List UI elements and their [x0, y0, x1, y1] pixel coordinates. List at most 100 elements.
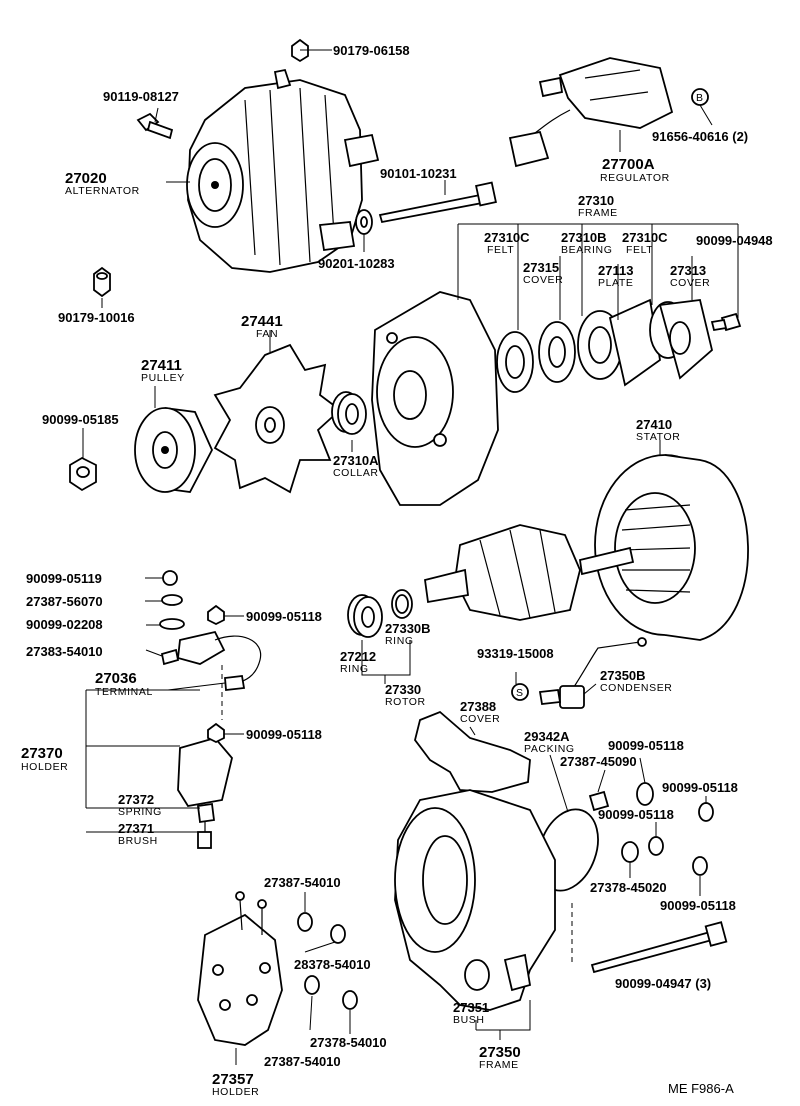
callout-90099-05118-1: 90099-05118: [246, 609, 322, 624]
callout-90099-05118-4: 90099-05118: [662, 780, 738, 795]
part-number: 91656-40616 (2): [652, 129, 748, 144]
callout-27020: 27020 ALTERNATOR: [65, 170, 140, 197]
callout-91656-40616: 91656-40616 (2): [652, 129, 748, 144]
part-number: 27330B: [385, 621, 431, 636]
part-number: 90099-05118: [662, 780, 738, 795]
callout-27350: 27350 FRAME: [479, 1044, 521, 1071]
rear-frame-drawing: [394, 789, 556, 1011]
callout-27370: 27370 HOLDER: [21, 745, 68, 773]
callout-90099-02208: 90099-02208: [26, 617, 103, 632]
callout-90099-05118-3: 90099-05118: [608, 738, 684, 753]
callout-27378-45020: 27378-45020: [590, 880, 667, 895]
part-number: 27310C: [484, 230, 530, 245]
through-bolt-drawing: [378, 181, 497, 224]
part-number: 27357: [212, 1071, 254, 1088]
callout-27350B: 27350B CONDENSER: [600, 668, 673, 694]
part-number: 29342A: [524, 729, 570, 744]
rectifier-holder-drawing: [197, 891, 283, 1046]
callout-27351: 27351 BUSH: [453, 1000, 489, 1026]
part-number: 27371: [118, 821, 154, 836]
callout-90099-04947: 90099-04947 (3): [615, 976, 711, 991]
long-bolt-drawing: [590, 921, 728, 974]
part-number: 27411: [141, 357, 182, 374]
part-number: 27315: [523, 260, 559, 275]
part-name: PLATE: [598, 277, 633, 289]
part-name: PACKING: [524, 743, 575, 755]
callout-27113: 27113 PLATE: [598, 263, 633, 289]
callout-90099-05118-6: 90099-05118: [660, 898, 736, 913]
part-number: 27113: [598, 263, 633, 278]
callout-27441: 27441 FAN: [241, 313, 283, 340]
marker-s: S: [516, 687, 524, 699]
part-name: COVER: [670, 277, 710, 289]
callout-27388: 27388 COVER: [460, 699, 500, 725]
part-number: 27350: [479, 1044, 521, 1061]
part-number: 27700A: [602, 156, 655, 173]
part-name: PULLEY: [141, 372, 185, 384]
callout-90099-05118-5: 90099-05118: [598, 807, 674, 822]
callout-27310C-1: 27310C FELT: [484, 230, 530, 256]
insulators-mid-drawing: [297, 912, 358, 1010]
part-number: 90099-05119: [26, 571, 102, 586]
callout-90119-08127: 90119-08127: [103, 89, 179, 104]
part-name: BRUSH: [118, 835, 158, 847]
callout-27411: 27411 PULLEY: [141, 357, 185, 384]
callout-90099-04948: 90099-04948: [696, 233, 773, 248]
callout-93319-15008: 93319-15008: [477, 646, 554, 661]
part-name: HOLDER: [212, 1086, 259, 1098]
pulley-nut-drawing: [69, 456, 97, 492]
rotor-drawing: [423, 524, 635, 621]
collar-drawing: [331, 391, 367, 435]
callout-28378-54010: 28378-54010: [294, 957, 371, 972]
part-name: COVER: [523, 274, 563, 286]
part-number: 27378-45020: [590, 880, 667, 895]
part-number: 93319-15008: [477, 646, 554, 661]
part-name: RING: [385, 635, 414, 647]
bolt-drawing: [136, 112, 174, 140]
cover-drawing: [414, 710, 531, 793]
part-number: 27310A: [333, 453, 379, 468]
regulator-drawing: [508, 57, 709, 168]
part-name: COLLAR: [333, 467, 379, 479]
callout-27410: 27410 STATOR: [636, 417, 680, 443]
callout-27383-54010: 27383-54010: [26, 644, 103, 659]
callout-29342A: 29342A PACKING: [524, 729, 575, 755]
part-number: 27310B: [561, 230, 607, 245]
callout-27212: 27212 RING: [340, 649, 376, 675]
part-name: CONDENSER: [600, 682, 673, 694]
part-name: ALTERNATOR: [65, 185, 140, 197]
drive-end-frame-drawing: [371, 291, 499, 506]
callout-27372: 27372 SPRING: [118, 792, 162, 818]
nut-drawing-2: [93, 266, 111, 298]
callout-90099-05118-2: 90099-05118: [246, 727, 322, 742]
leader-lines: [82, 49, 739, 1065]
bearing-stack-drawing: [496, 298, 742, 393]
part-number: 90099-04948: [696, 233, 773, 248]
part-name: ROTOR: [385, 696, 426, 708]
part-number: 27387-54010: [264, 1054, 341, 1069]
callout-90099-05119: 90099-05119: [26, 571, 102, 586]
callout-90179-10016: 90179-10016: [58, 310, 135, 325]
callout-27313: 27313 COVER: [670, 263, 710, 289]
part-number: 27330: [385, 682, 421, 697]
callout-90099-05185: 90099-05185: [42, 412, 119, 427]
part-number: 27387-45090: [560, 754, 637, 769]
part-number: 27410: [636, 417, 672, 432]
washer-drawing: [355, 209, 373, 235]
diagram-code: ME F986-A: [668, 1081, 734, 1096]
callout-27036: 27036 TERMINAL: [95, 670, 152, 698]
part-number: 90099-05185: [42, 412, 119, 427]
part-number: 90099-05118: [608, 738, 684, 753]
part-name: SPRING: [118, 806, 162, 818]
part-name: FAN: [256, 328, 278, 340]
part-number: 27383-54010: [26, 644, 103, 659]
callout-27330B: 27330B RING: [385, 621, 431, 647]
condenser-drawing: [511, 637, 647, 709]
part-name: COVER: [460, 713, 500, 725]
part-number: 90179-06158: [333, 43, 410, 58]
part-number: 27378-54010: [310, 1035, 387, 1050]
part-number: 27370: [21, 745, 63, 762]
nuts-insulators-drawing: [588, 782, 714, 876]
callout-90201-10283: 90201-10283: [318, 256, 395, 271]
